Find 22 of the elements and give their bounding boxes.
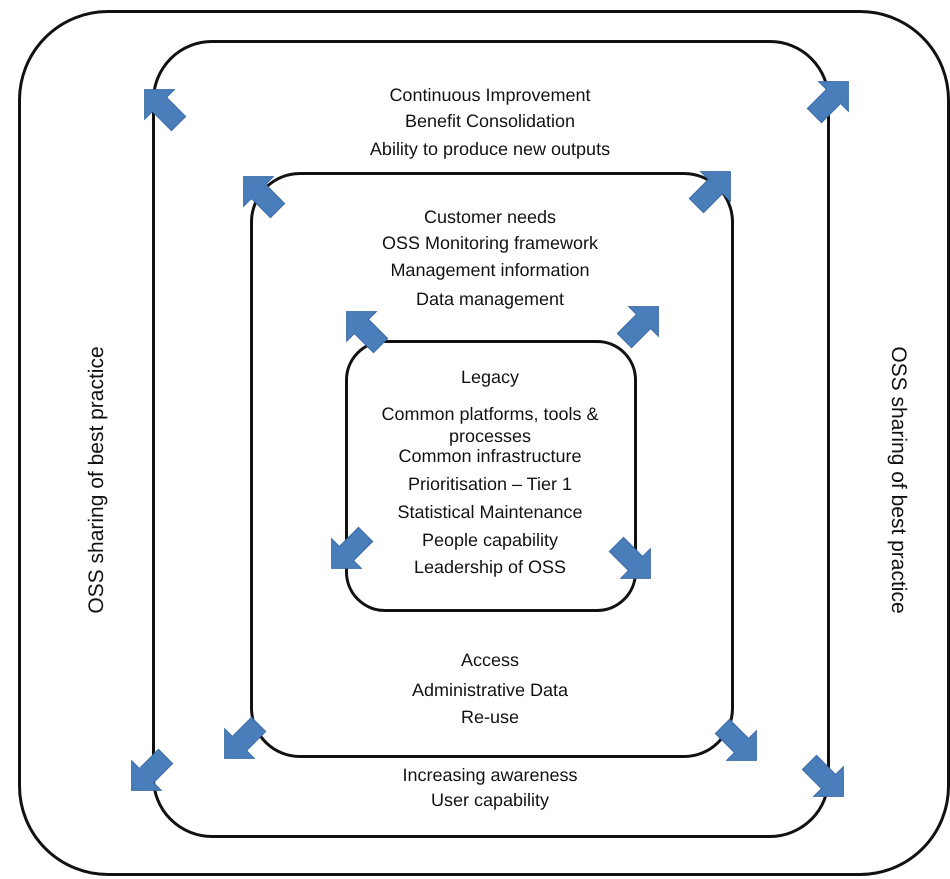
box-text: Leadership of OSS — [412, 556, 568, 578]
box-text: User capability — [430, 789, 550, 811]
box-text: Common infrastructure — [397, 446, 583, 467]
box-text: Legacy — [460, 366, 520, 388]
box-text: Statistical Maintenance — [396, 501, 584, 523]
box-text: Data management — [414, 288, 566, 310]
box-text: Increasing awareness — [401, 764, 579, 786]
box-text: Customer needs — [422, 206, 558, 228]
box-text: Prioritisation – Tier 1 — [406, 473, 574, 495]
box-text: OSS sharing of best practice — [86, 345, 108, 616]
box-text: Ability to produce new outputs — [368, 138, 612, 160]
box-text: Re-use — [460, 706, 520, 728]
box-text: Administrative Data — [410, 679, 570, 701]
box-text: Benefit Consolidation — [404, 110, 576, 132]
box-text: Common platforms, tools & processes — [380, 403, 600, 447]
box-text: Access — [460, 649, 520, 671]
box-text: OSS sharing of best practice — [887, 345, 909, 616]
box-text: People capability — [420, 529, 560, 551]
box-text: Management information — [389, 259, 591, 281]
box-text: OSS Monitoring framework — [380, 232, 600, 254]
box-text: Continuous Improvement — [388, 84, 592, 106]
rounded-box — [18, 10, 950, 876]
